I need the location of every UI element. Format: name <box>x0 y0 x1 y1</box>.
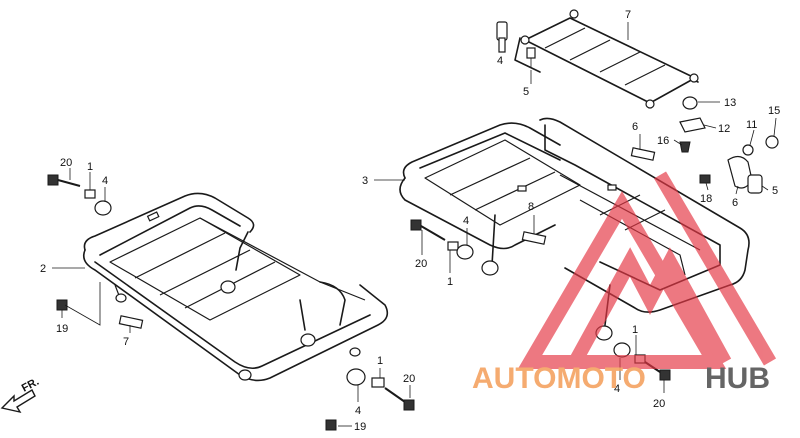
callout-17: 11 <box>746 119 757 131</box>
callout-19: 19 <box>56 323 68 335</box>
callout-9: 13 <box>724 97 736 109</box>
callout-5: 5 <box>772 185 778 197</box>
upper-small-rack <box>514 9 699 109</box>
callout-4: 4 <box>614 383 620 395</box>
clip-part-10 <box>496 21 508 53</box>
direction-label: FR. <box>20 376 41 395</box>
callout-8: 12 <box>718 123 730 135</box>
bolt-part-19b <box>325 419 337 431</box>
callout-1: 1 <box>632 324 638 336</box>
arrow-icon <box>0 389 36 414</box>
callout-20: 20 <box>415 258 427 270</box>
callout-10: 4 <box>497 55 503 67</box>
callout-14: 8 <box>528 201 534 213</box>
nut-part-17 <box>742 144 754 156</box>
front-left-bolt-group <box>47 174 112 216</box>
watermark-logo-icon <box>517 171 777 369</box>
label-part-14 <box>521 231 547 245</box>
callout-12: 6 <box>632 121 638 133</box>
callout-2: 2 <box>40 263 46 275</box>
bushing-part-5 <box>747 174 763 194</box>
callout-20: 20 <box>60 157 72 169</box>
callout-1: 1 <box>377 355 383 367</box>
watermark: AUTOMOTO HUB <box>472 171 777 395</box>
callout-1: 1 <box>447 276 453 288</box>
callout-15: 15 <box>768 105 780 117</box>
front-right-bolt-group <box>346 368 415 411</box>
screw-part-11 <box>526 47 536 68</box>
watermark-text-primary: AUTOMOTO <box>472 362 646 395</box>
callout-4: 4 <box>355 405 361 417</box>
callout-4: 4 <box>102 175 108 187</box>
nut-part-15 <box>765 135 779 149</box>
bolt-part-16 <box>679 141 691 153</box>
bolt-part-19a <box>56 299 68 311</box>
callout-6: 6 <box>732 197 738 209</box>
callout-20: 20 <box>403 373 415 385</box>
callout-11: 5 <box>523 86 529 98</box>
front-carrier-rack <box>82 192 389 382</box>
callout-20: 20 <box>653 398 665 410</box>
label-part-13 <box>118 315 144 329</box>
label-part-12 <box>630 147 656 161</box>
callout-16: 16 <box>657 135 669 147</box>
rear-left-bolt-group <box>410 219 474 260</box>
front-direction-indicator: FR. <box>0 376 41 414</box>
callout-18: 18 <box>700 193 712 205</box>
clamp-part-8 <box>679 117 706 133</box>
callout-7: 7 <box>625 9 631 21</box>
cap-part-9 <box>682 96 698 110</box>
callout-labels: 20 1 4 2 19 7 4 1 20 19 3 20 4 1 8 4 5 7… <box>40 9 780 433</box>
watermark-text-secondary: HUB <box>705 362 770 395</box>
callout-1: 1 <box>87 161 93 173</box>
callout-13: 7 <box>123 336 129 348</box>
callout-4: 4 <box>463 215 469 227</box>
bolt-part-18 <box>699 174 711 184</box>
callout-19: 19 <box>354 421 366 433</box>
callout-3: 3 <box>362 175 368 187</box>
